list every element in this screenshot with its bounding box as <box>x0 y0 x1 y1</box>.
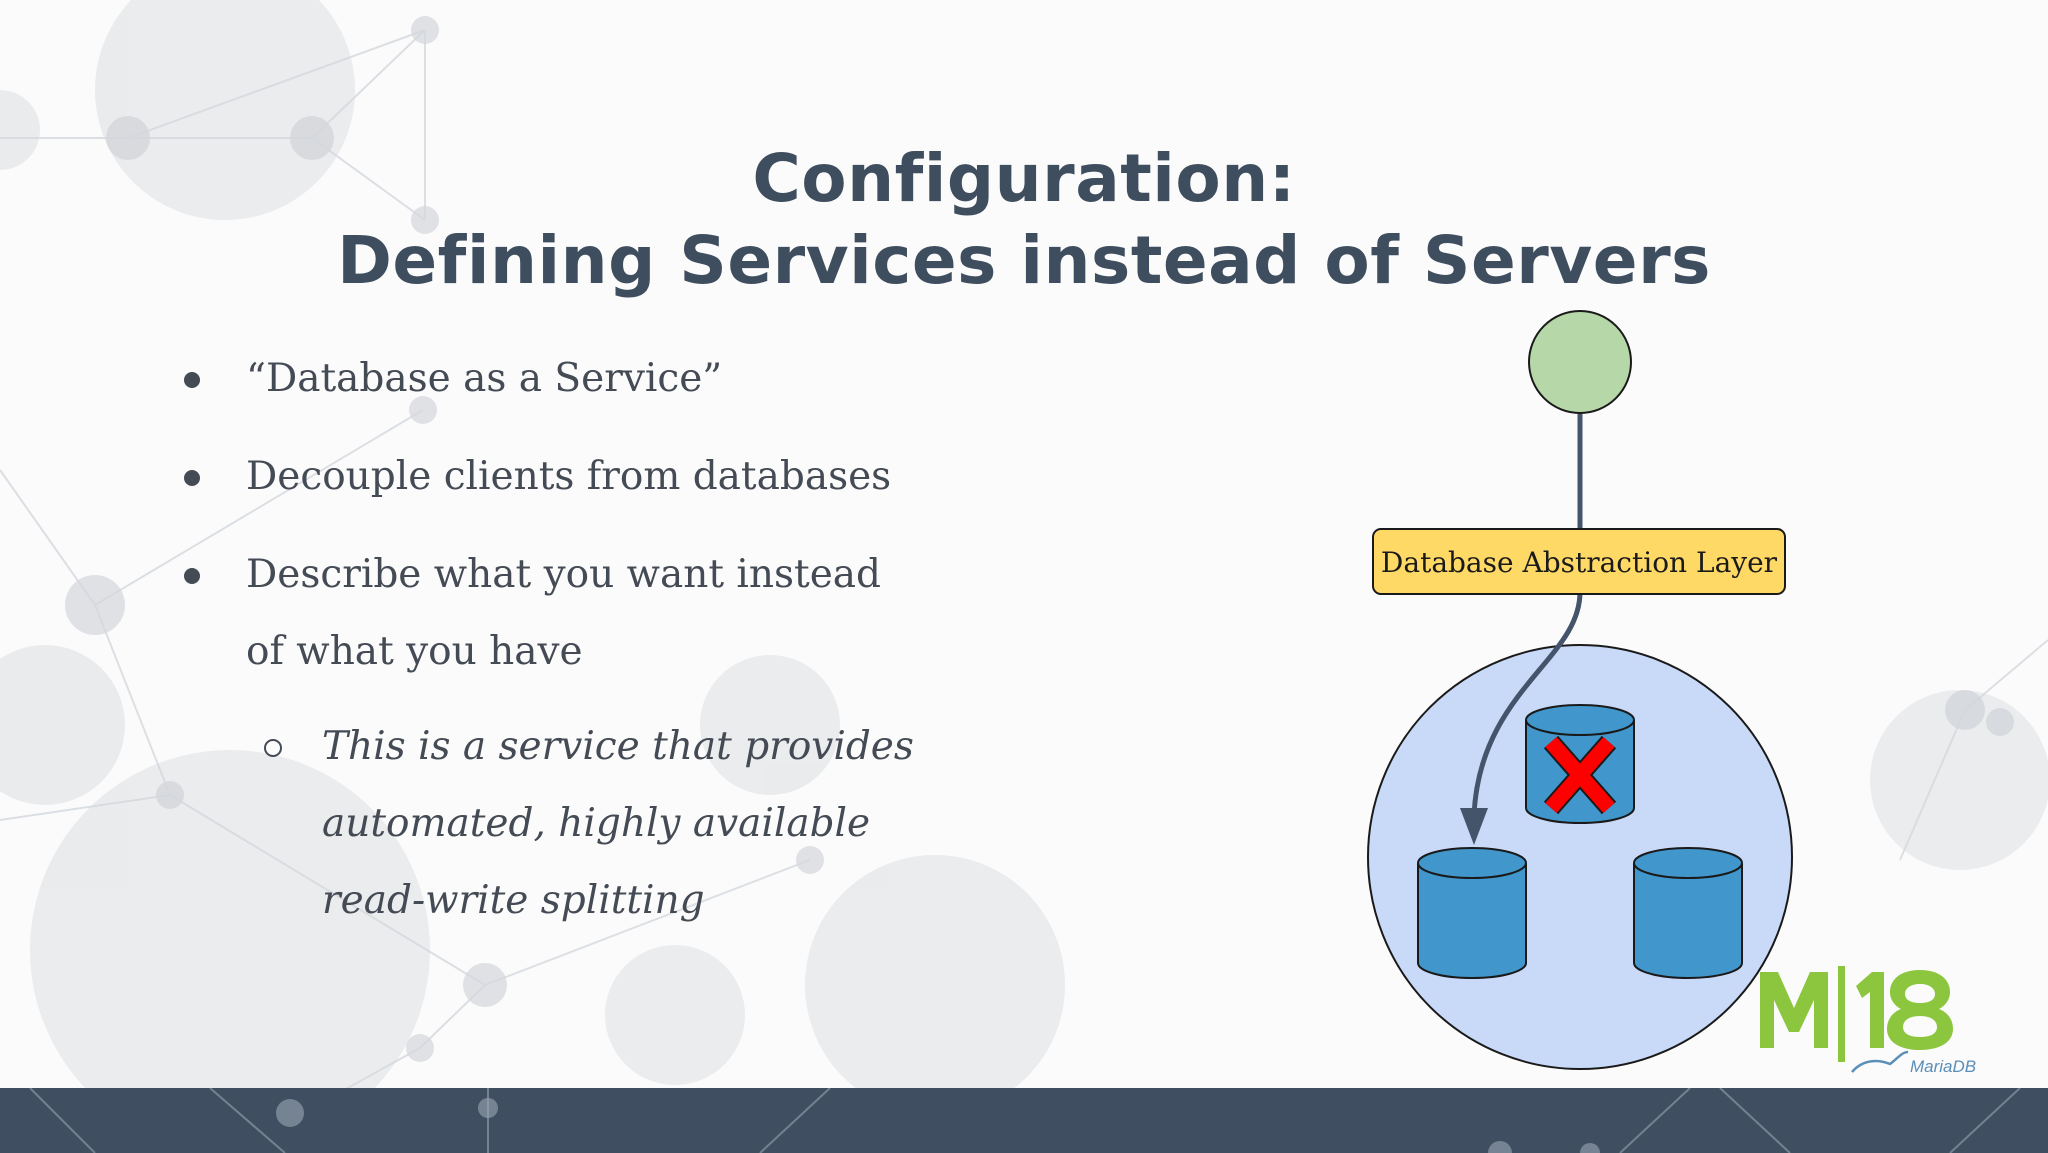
bullet-text: Describe what you want instead of what y… <box>246 552 882 674</box>
hollow-bullet-icon <box>264 739 282 757</box>
database-icon <box>1417 847 1527 979</box>
sub-bullet-item: This is a service that provides automate… <box>180 708 922 939</box>
routed-connector <box>1471 591 1583 816</box>
bullet-dot-icon <box>184 568 200 584</box>
sub-bullet-text: This is a service that provides automate… <box>322 724 914 923</box>
seal-icon <box>1851 1050 1909 1073</box>
title-line-2: Defining Services instead of Servers <box>337 222 1711 299</box>
abstraction-layer-box <box>1372 528 1786 595</box>
bullet-text: Decouple clients from databases <box>246 454 892 499</box>
bullet-dot-icon <box>184 470 200 486</box>
arrowhead-icon <box>1460 808 1488 845</box>
title-line-1: Configuration: <box>752 140 1296 217</box>
client-node-icon <box>1528 310 1632 414</box>
architecture-diagram: Database Abstraction Layer <box>1367 310 1793 1070</box>
database-icon <box>1633 847 1743 979</box>
footer-band <box>0 1088 2048 1153</box>
bullet-item: Describe what you want instead of what y… <box>180 536 906 690</box>
mariadb-m18-logo: MariaDB <box>1760 966 1976 1076</box>
logo-brand-text: MariaDB <box>1910 1057 1976 1076</box>
bullet-item: Decouple clients from databases <box>180 438 1040 515</box>
bullet-list: “Database as a Service” Decouple clients… <box>180 340 1040 939</box>
bullet-item: “Database as a Service” <box>180 340 1040 417</box>
bullet-dot-icon <box>184 372 200 388</box>
abstraction-layer-label: Database Abstraction Layer <box>1381 546 1778 579</box>
failed-x-icon <box>1543 735 1617 815</box>
slide-title: Configuration: Defining Services instead… <box>0 138 2048 302</box>
bullet-text: “Database as a Service” <box>246 356 723 401</box>
